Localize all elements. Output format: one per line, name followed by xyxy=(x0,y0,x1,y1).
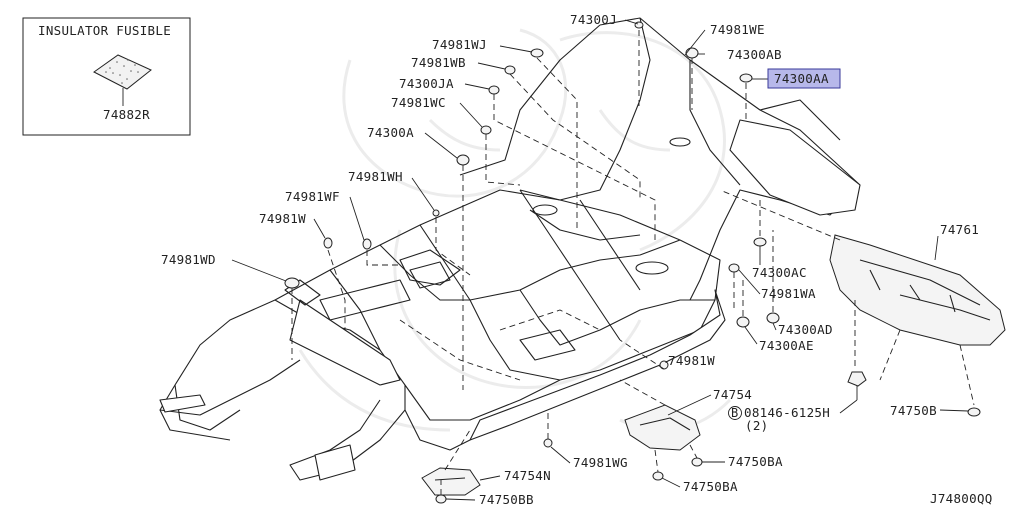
plug-74300AA xyxy=(739,73,753,83)
label-74981WD: 74981WD xyxy=(161,252,216,267)
clip-74750BA-1 xyxy=(691,457,703,467)
label-74300AB: 74300AB xyxy=(727,47,782,62)
label-74750BA-1: 74750BA xyxy=(728,454,783,469)
install-lines xyxy=(291,30,975,495)
label-74750BA-2: 74750BA xyxy=(683,479,738,494)
floor-body xyxy=(159,17,861,481)
plug-74981W-right xyxy=(659,360,669,370)
plug-74300AB xyxy=(685,47,699,59)
label-08146-6125H: 08146-6125H xyxy=(744,405,830,420)
label-74981WA: 74981WA xyxy=(761,286,816,301)
plugs-and-clips xyxy=(284,21,981,504)
label-74981WF: 74981WF xyxy=(285,189,340,204)
label-74981W-left: 74981W xyxy=(259,211,306,226)
plug-74981WJ xyxy=(530,48,544,58)
plug-74981WH xyxy=(432,209,440,217)
bolt-marker-circle xyxy=(728,406,742,420)
label-74761: 74761 xyxy=(940,222,979,237)
bolt-08146 xyxy=(847,371,867,387)
insulator-pad-texture xyxy=(105,59,139,84)
label-74981W-right: 74981W xyxy=(668,353,715,368)
plug-74300J xyxy=(634,21,644,29)
inset-box: INSULATOR FUSIBLE 74882R xyxy=(22,17,191,136)
plug-74300JA xyxy=(488,85,500,95)
label-74300A: 74300A xyxy=(367,125,414,140)
plug-74981WC xyxy=(480,125,492,135)
insulator-74754 xyxy=(624,404,701,451)
label-74981WH: 74981WH xyxy=(348,169,403,184)
plug-74981WD xyxy=(284,277,300,289)
label-74981WG: 74981WG xyxy=(573,455,628,470)
label-74300AC: 74300AC xyxy=(752,265,807,280)
highlight-74300AA xyxy=(767,68,841,89)
callout-labels: 74300J 74981WE 74981WJ 74300AB 74981WB 7… xyxy=(161,12,979,507)
label-74981WC: 74981WC xyxy=(391,95,446,110)
label-74300AA: 74300AA xyxy=(774,71,829,86)
plug-74300AE xyxy=(736,316,750,328)
plug-74981W-left xyxy=(323,237,333,249)
bolt-marker-letter: B xyxy=(731,406,738,420)
label-74300AE: 74300AE xyxy=(759,338,814,353)
label-74300J: 74300J xyxy=(570,12,617,27)
label-74754N: 74754N xyxy=(504,468,551,483)
label-74981WB: 74981WB xyxy=(411,55,466,70)
leader-lines xyxy=(231,19,969,501)
label-74750B: 74750B xyxy=(890,403,937,418)
insulator-pad-icon xyxy=(93,54,152,90)
label-74981WJ: 74981WJ xyxy=(432,37,487,52)
insulator-74761 xyxy=(829,234,1006,346)
insulator-74754N xyxy=(421,467,481,496)
label-bolt-qty: (2) xyxy=(745,418,768,433)
clip-74750B xyxy=(967,407,981,417)
label-74981WE: 74981WE xyxy=(710,22,765,37)
plug-74981WG xyxy=(543,438,553,448)
clip-74750BB xyxy=(435,494,447,504)
plug-74981WB xyxy=(504,65,516,75)
inset-part-number: 74882R xyxy=(103,107,150,122)
clip-74750BA-2 xyxy=(652,471,664,481)
label-74300JA: 74300JA xyxy=(399,76,454,91)
label-74754: 74754 xyxy=(713,387,752,402)
plug-74981WA xyxy=(728,263,740,273)
label-74300AD: 74300AD xyxy=(778,322,833,337)
plug-74981WF xyxy=(362,238,372,250)
diagram-code: J74800QQ xyxy=(930,491,993,506)
plug-74300A xyxy=(456,154,470,166)
plug-74300AC xyxy=(753,237,767,247)
inset-title: INSULATOR FUSIBLE xyxy=(38,23,171,38)
label-74750BB: 74750BB xyxy=(479,492,534,507)
